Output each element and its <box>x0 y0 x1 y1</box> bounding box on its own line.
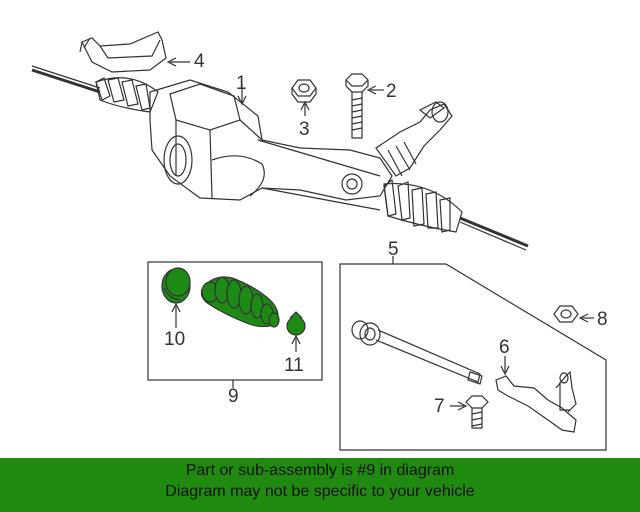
steering-rack-assembly <box>31 65 529 251</box>
callout-7: 7 <box>434 396 445 417</box>
callout-11: 11 <box>284 355 304 376</box>
callout-3: 3 <box>299 119 310 140</box>
bolt-part-2 <box>345 73 369 139</box>
parts-diagram <box>31 31 607 451</box>
callout-6: 6 <box>499 337 510 358</box>
callout-10: 10 <box>164 329 186 350</box>
nut-part-8 <box>553 305 579 323</box>
bolt-part-7 <box>465 395 489 429</box>
callout-1: 1 <box>236 73 247 94</box>
callout-2: 2 <box>386 81 397 102</box>
inset-box-9 <box>147 261 323 381</box>
clamp-part-11 <box>286 311 306 336</box>
boot-part-9 <box>200 276 280 328</box>
banner-line-2: Diagram may not be specific to your vehi… <box>165 483 475 500</box>
bracket-part-4 <box>79 31 167 73</box>
callout-8: 8 <box>597 309 608 330</box>
inset-box-5 <box>339 263 607 451</box>
callout-4: 4 <box>194 51 205 72</box>
boot-clamp-part-10 <box>161 267 191 304</box>
callout-9: 9 <box>228 386 239 407</box>
callout-5: 5 <box>388 239 399 260</box>
nut-part-3 <box>291 79 317 103</box>
banner-line-1: Part or sub-assembly is #9 in diagram <box>185 462 455 479</box>
inner-tie-rod <box>351 320 483 385</box>
vehicle-notice-banner: Part or sub-assembly is #9 in diagram Di… <box>0 458 640 512</box>
outer-tie-rod-end-part-6 <box>495 370 577 433</box>
